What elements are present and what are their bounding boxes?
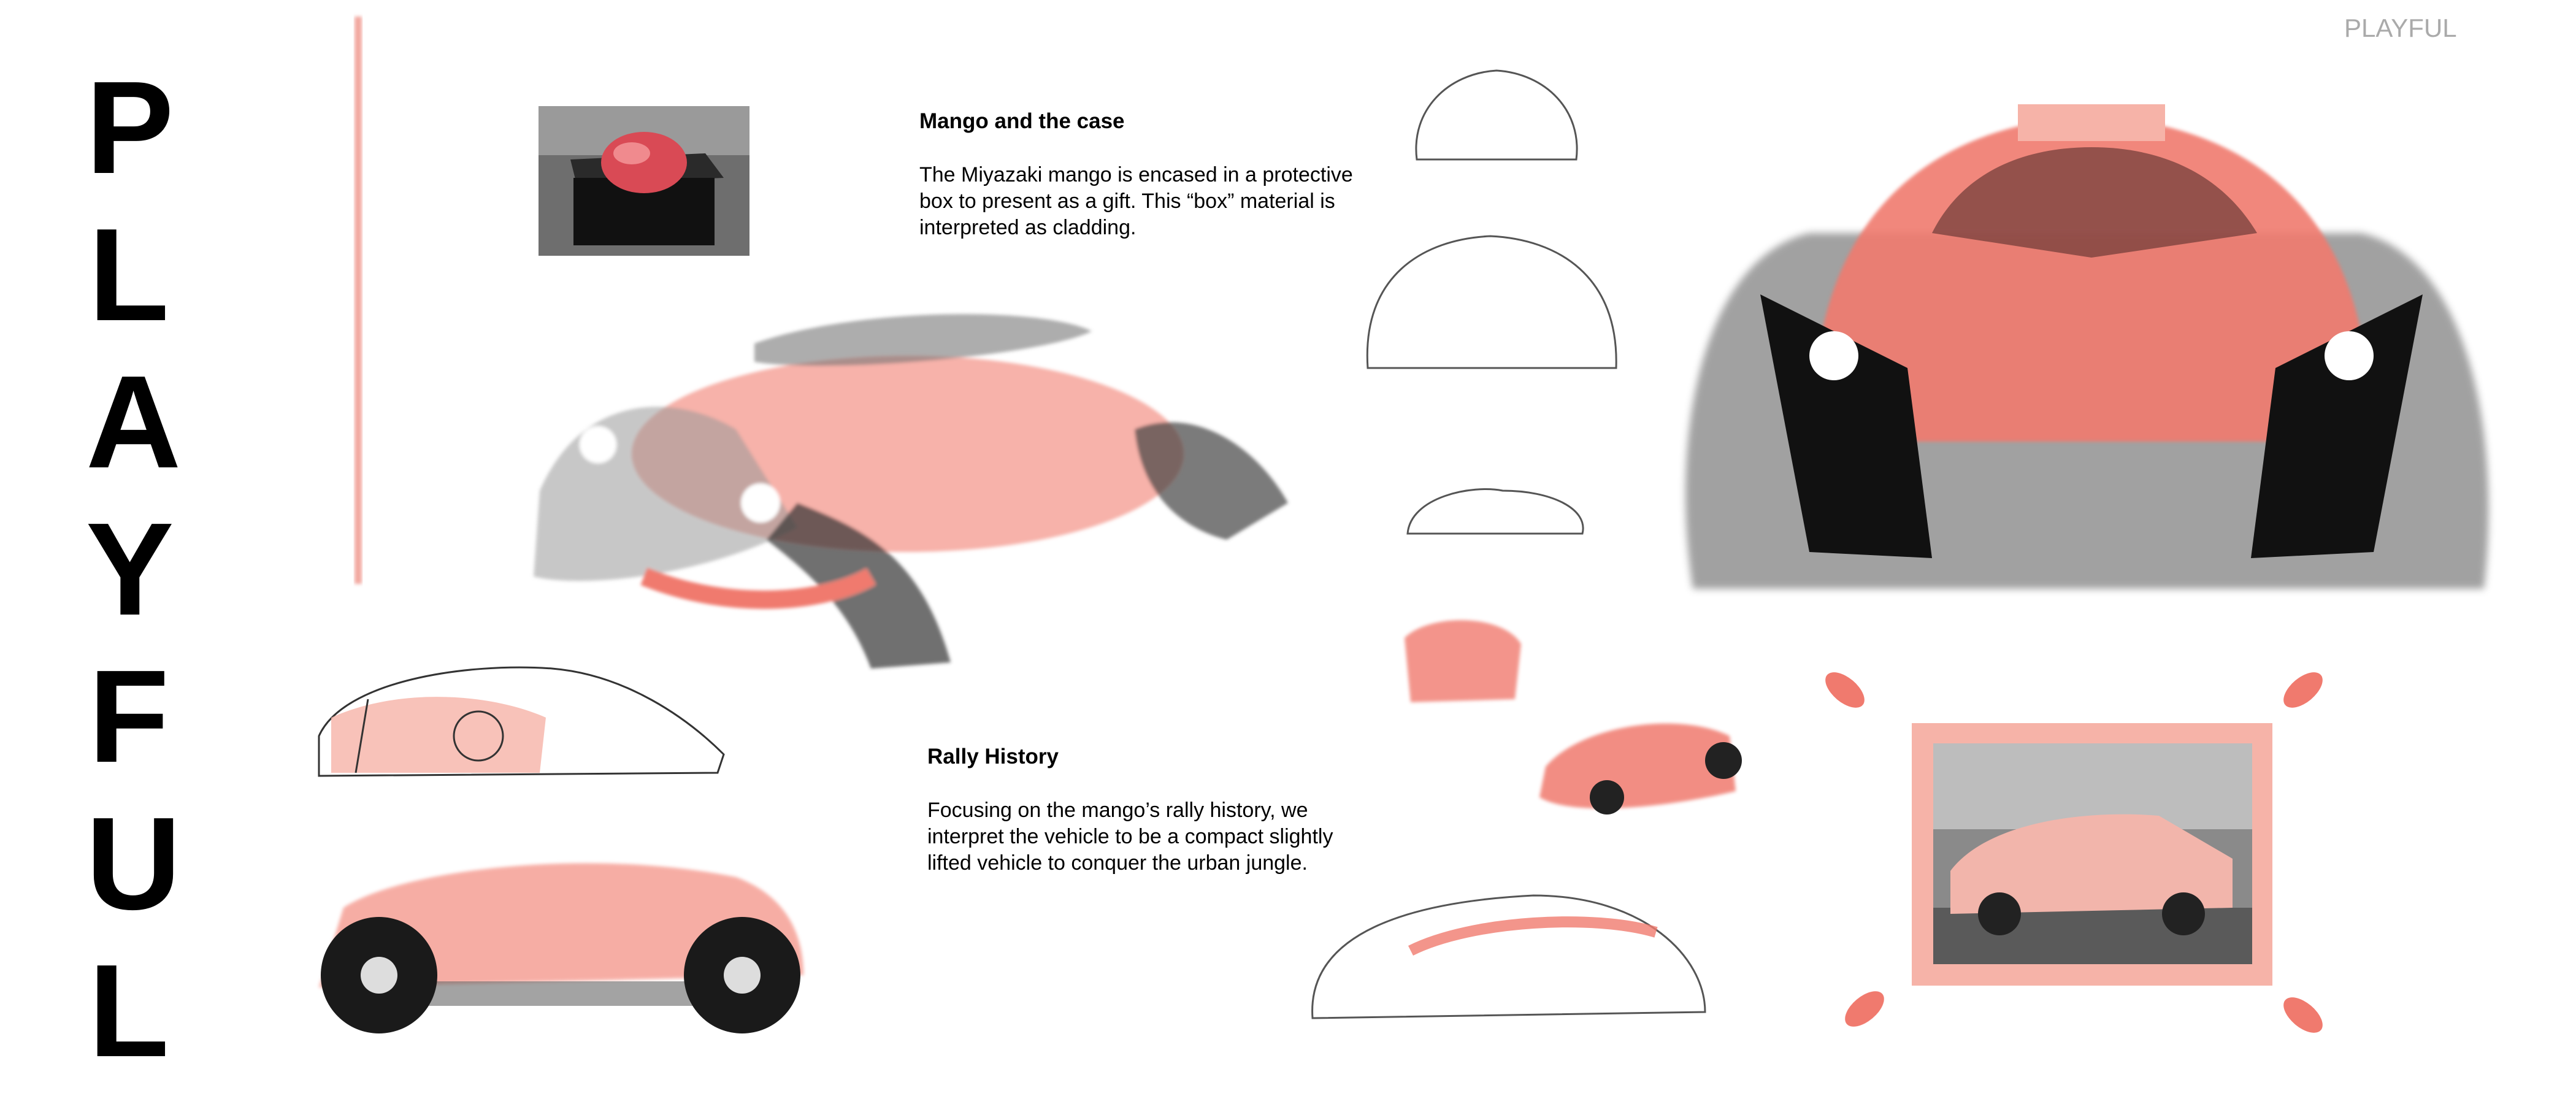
bottom-car-sketch xyxy=(319,863,803,1033)
side-line-sketch xyxy=(318,666,725,777)
section-rally-history: Rally History Focusing on the mango’s ra… xyxy=(927,745,1369,876)
block-sketch xyxy=(1405,620,1521,702)
title-letter: A xyxy=(86,348,182,496)
title-letter: F xyxy=(88,642,169,790)
section-body: The Miyazaki mango is encased in a prote… xyxy=(919,163,1353,239)
rally-photo xyxy=(1912,723,2272,986)
title-letter: P xyxy=(86,53,174,201)
front-line-sketch xyxy=(1311,69,1706,1019)
corner-marks xyxy=(1825,672,2323,1033)
mango-box-photo xyxy=(539,106,749,256)
section-mango-case: Mango and the case The Miyazaki mango is… xyxy=(919,109,1361,241)
front-render-sketch xyxy=(1685,104,2489,589)
perspective-car-sketch xyxy=(1539,723,1742,815)
title-letter: U xyxy=(86,789,182,937)
section-title: Mango and the case xyxy=(919,109,1125,133)
title-letter: L xyxy=(88,937,169,1084)
corner-label: PLAYFUL xyxy=(2344,13,2457,42)
main-side-sketch xyxy=(534,314,1288,669)
title-letter: Y xyxy=(86,495,174,643)
title-letter: L xyxy=(88,201,169,348)
section-title: Rally History xyxy=(927,745,1059,769)
accent-line xyxy=(355,17,362,584)
section-body: Focusing on the mango’s rally history, w… xyxy=(927,799,1333,875)
